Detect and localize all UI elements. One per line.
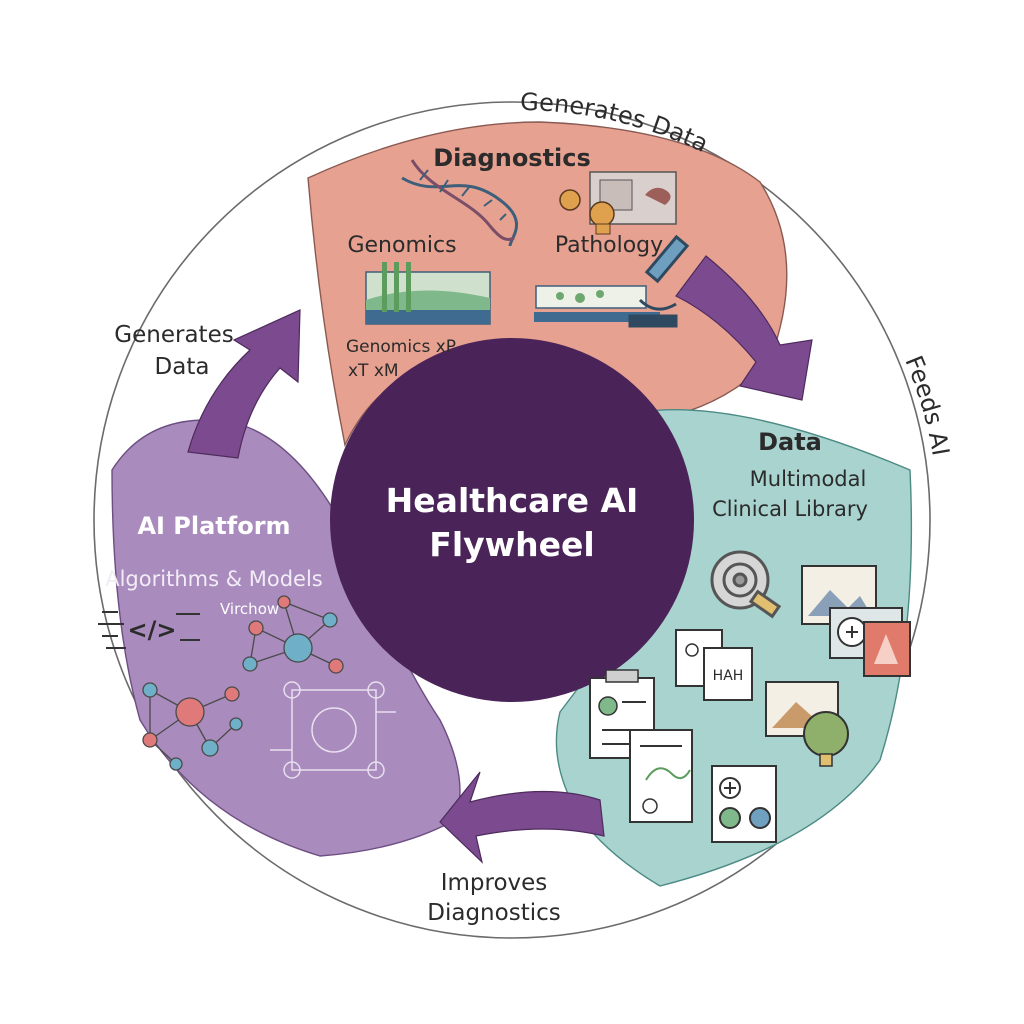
diagnostics-tags-1: Genomics xP bbox=[346, 337, 456, 357]
diagnostics-tags-2: xT xM bbox=[348, 361, 399, 381]
dna-icon bbox=[401, 159, 519, 247]
outer-ring bbox=[93, 101, 931, 939]
checklist-icon bbox=[711, 765, 777, 843]
data-title: Data bbox=[758, 428, 822, 456]
pathology-label: Pathology bbox=[555, 233, 663, 258]
gel-icon bbox=[365, 262, 491, 325]
report-icon bbox=[629, 729, 693, 823]
pathology-icon bbox=[559, 171, 677, 235]
code-icon: </> bbox=[98, 611, 200, 649]
code-glyph: </> bbox=[128, 616, 177, 644]
label-improves-1: Improves bbox=[441, 870, 548, 896]
document-text: HAH bbox=[713, 668, 744, 684]
arrow-to-diagnostics bbox=[187, 309, 301, 459]
label-improves-2: Diagnostics bbox=[427, 900, 560, 926]
scan-icon bbox=[710, 550, 782, 619]
diagnostics-title: Diagnostics bbox=[433, 144, 591, 172]
label-generates-data-left-1: Generates bbox=[114, 322, 233, 348]
label-generates-data-left-2: Data bbox=[155, 354, 210, 380]
ai-platform-model: Virchow bbox=[220, 600, 279, 618]
neural-network-icon-2 bbox=[142, 682, 243, 771]
network-outline-icon bbox=[270, 681, 396, 779]
label-feeds-ai: Feeds AI bbox=[899, 352, 954, 458]
neural-network-icon bbox=[242, 595, 344, 674]
document-icon: HAH bbox=[675, 629, 753, 701]
ai-platform-title: AI Platform bbox=[137, 512, 290, 540]
hub-circle bbox=[330, 338, 694, 702]
brain-icon bbox=[803, 711, 849, 767]
data-subtitle-2: Clinical Library bbox=[712, 497, 868, 521]
genomics-label: Genomics bbox=[347, 233, 456, 258]
hub-title-line2: Flywheel bbox=[429, 525, 594, 564]
hub-title-line1: Healthcare AI bbox=[386, 481, 639, 520]
ai-platform-subtitle: Algorithms & Models bbox=[105, 567, 323, 591]
ai-platform-segment bbox=[111, 419, 461, 857]
arrow-to-platform bbox=[439, 771, 605, 864]
arrow-to-data bbox=[675, 255, 813, 401]
data-subtitle-1: Multimodal bbox=[750, 467, 867, 491]
slide-icon bbox=[534, 285, 660, 322]
medical-image-icon bbox=[829, 607, 911, 677]
microscope-icon bbox=[628, 234, 690, 328]
